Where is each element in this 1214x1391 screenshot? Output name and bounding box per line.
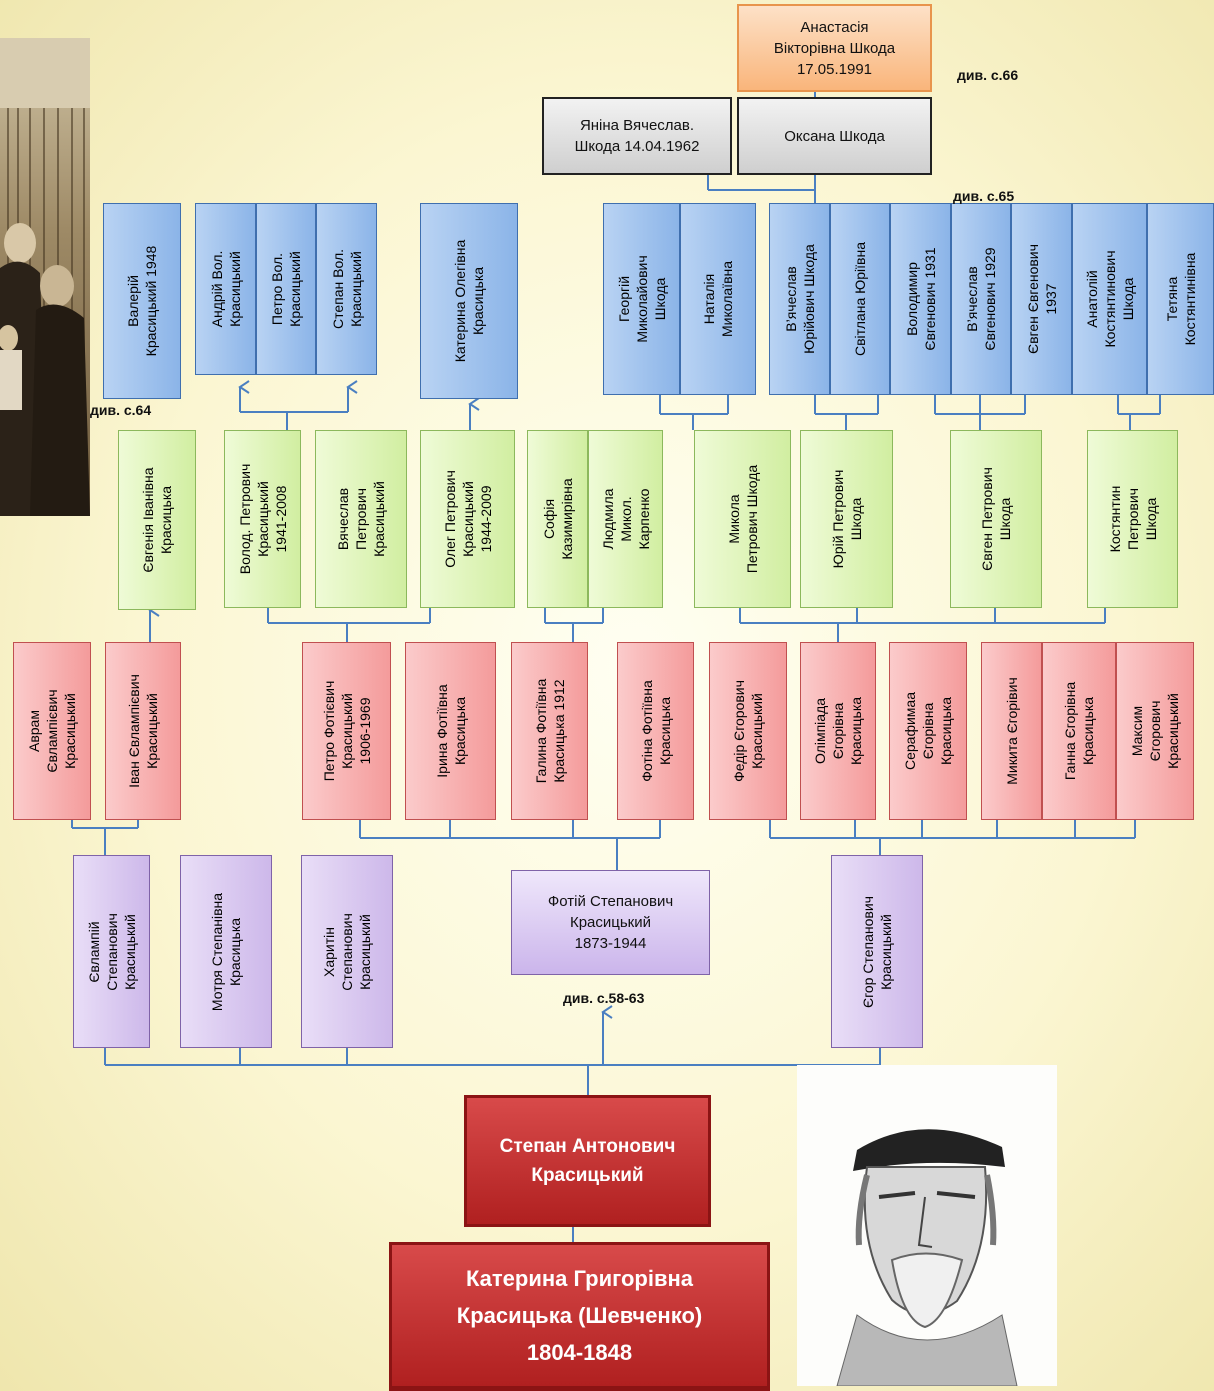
anatoliy-box: Анатолій Костянтинович Шкода xyxy=(1072,203,1147,395)
yanina-box: Яніна Вячеслав. Шкода 14.04.1962 xyxy=(542,97,732,175)
andriy-name: Андрій Вол. Красицький xyxy=(208,250,243,328)
fotiy-name: Фотій Степанович Красицький 1873-1944 xyxy=(547,893,674,952)
tetyana-name: Тетяна Костянтинівна xyxy=(1163,252,1198,346)
lyudmyla-name: Людмила Микол. Карпенко xyxy=(599,488,652,550)
kateryna-ol-box: Катерина Олегівна Красицька xyxy=(420,203,518,399)
avram-name: Аврам Євлампієвич Красицький xyxy=(26,689,78,773)
georgiy-name: Георгій Миколайович Шкода xyxy=(615,255,668,343)
serafyma-box: Серафимаа Єгорівна Красицька xyxy=(889,642,967,820)
stepan-vol-box: Степан Вол. Красицький xyxy=(316,203,377,375)
volodymyr-ev-name: Володимир Євгенович 1931 xyxy=(903,247,938,351)
stepan-box: Степан Антонович Красицький xyxy=(464,1095,711,1227)
evgen-ev-box: Євген Євгенович 1937 xyxy=(1011,203,1072,395)
anastasia-box: Анастасія Вікторівна Шкода 17.05.1991 xyxy=(737,4,932,92)
mykola-p-box: Микола Петрович Шкода xyxy=(694,430,791,608)
volod-p-box: Волод. Петрович Красицький 1941-2008 xyxy=(224,430,301,608)
ref-p64: див. с.64 xyxy=(90,402,152,418)
vyacheslav-yu-name: В’ячеслав Юрійович Шкода xyxy=(782,244,817,354)
galyna-f-name: Галина Фотіївна Красицька 1912 xyxy=(532,678,567,784)
avram-box: Аврам Євлампієвич Красицький xyxy=(13,642,91,820)
sketch-portrait xyxy=(797,1065,1057,1387)
natalia-box: Наталія Миколаївна xyxy=(680,203,756,395)
iryna-f-name: Ірина Фотіївна Красицька xyxy=(433,684,468,778)
kharyton-box: Харитін Степанович Красицький xyxy=(301,855,393,1048)
oleg-p-box: Олег Петрович Красицький 1944-2009 xyxy=(420,430,515,608)
petro-vol-name: Петро Вол. Красицький xyxy=(269,251,303,327)
olimpiada-name: Олімпіада Єгорівна Красицька xyxy=(812,696,864,766)
ganna-box: Ганна Єгорівна Красицька xyxy=(1042,642,1116,820)
vyacheslav-yu-box: В’ячеслав Юрійович Шкода xyxy=(769,203,830,395)
kostyantyn-box: Костянтин Петрович Шкода xyxy=(1087,430,1178,608)
ivan-ev-box: Іван Євлампієвич Красицький xyxy=(105,642,181,820)
anatoliy-name: Анатолій Костянтинович Шкода xyxy=(1083,250,1136,348)
kateryna-ol-name: Катерина Олегівна Красицька xyxy=(452,239,486,363)
yuriy-p-box: Юрій Петрович Шкода xyxy=(800,430,893,608)
mykola-p-name: Микола Петрович Шкода xyxy=(725,464,760,574)
natalia-name: Наталія Миколаївна xyxy=(701,260,735,338)
oleg-p-name: Олег Петрович Красицький 1944-2009 xyxy=(441,470,494,568)
petro-f-box: Петро Фотієвич Красицький 1906-1969 xyxy=(302,642,391,820)
evgenia-name: Євгенія Іванівна Красицька xyxy=(140,467,174,573)
vyacheslav-p-name: Вячеслав Петрович Красицький xyxy=(335,481,387,557)
svitlana-box: Світлана Юріївна xyxy=(830,203,890,395)
sofia-box: Софія Казимирівна xyxy=(527,430,588,608)
vyacheslav-p-box: Вячеслав Петрович Красицький xyxy=(315,430,407,608)
kateryna-main-box: Катерина Григорівна Красицька (Шевченко)… xyxy=(389,1242,770,1389)
ivan-ev-name: Іван Євлампієвич Красицький xyxy=(126,674,160,788)
ref-p58: див. с.58-63 xyxy=(563,990,645,1006)
evgenia-box: Євгенія Іванівна Красицька xyxy=(118,430,196,610)
volod-p-name: Волод. Петрович Красицький 1941-2008 xyxy=(236,463,289,575)
evgen-p-name: Євген Петрович Шкода xyxy=(979,467,1013,571)
mykyta-name: Микита Єгорівич xyxy=(1003,677,1020,785)
evlampiy-box: Євлампій Степанович Красицький xyxy=(73,855,150,1048)
kostyantyn-name: Костянтин Петрович Шкода xyxy=(1106,485,1159,553)
kateryna-name: Катерина Григорівна Красицька (Шевченко)… xyxy=(456,1266,703,1365)
motrya-box: Мотря Степанівна Красицька xyxy=(180,855,272,1048)
petro-vol-box: Петро Вол. Красицький xyxy=(256,203,316,375)
valeriy-box: Валерій Красицький 1948 xyxy=(103,203,181,399)
yuriy-p-name: Юрій Петрович Шкода xyxy=(829,469,864,569)
maksym-box: Максим Єгорович Красицький xyxy=(1116,642,1194,820)
egor-box: Єгор Степанович Красицький xyxy=(831,855,923,1048)
ganna-name: Ганна Єгорівна Красицька xyxy=(1062,681,1096,781)
kharyton-name: Харитін Степанович Красицький xyxy=(321,912,373,991)
fotina-f-box: Фотіна Фотіївна Красицька xyxy=(617,642,694,820)
ref-p66: див. с.66 xyxy=(957,67,1019,83)
motrya-name: Мотря Степанівна Красицька xyxy=(209,892,243,1011)
lyudmyla-box: Людмила Микол. Карпенко xyxy=(588,430,663,608)
volodymyr-ev-box: Володимир Євгенович 1931 xyxy=(890,203,951,395)
petro-f-name: Петро Фотієвич Красицький 1906-1969 xyxy=(320,680,373,782)
egor-name: Єгор Степанович Красицький xyxy=(860,895,894,1008)
sofia-name: Софія Казимирівна xyxy=(540,478,575,560)
georgiy-box: Георгій Миколайович Шкода xyxy=(603,203,680,395)
tetyana-box: Тетяна Костянтинівна xyxy=(1147,203,1214,395)
svitlana-name: Світлана Юріївна xyxy=(852,241,868,357)
serafyma-name: Серафимаа Єгорівна Красицька xyxy=(902,691,954,771)
evlampiy-name: Євлампій Степанович Красицький xyxy=(85,912,138,991)
valeriy-name: Валерій Красицький 1948 xyxy=(125,245,159,357)
iryna-f-box: Ірина Фотіївна Красицька xyxy=(405,642,496,820)
anastasia-name: Анастасія Вікторівна Шкода 17.05.1991 xyxy=(773,18,896,78)
fedir-eg-name: Федір Єгорович Красицький xyxy=(731,680,765,782)
fedir-eg-box: Федір Єгорович Красицький xyxy=(709,642,787,820)
andriy-box: Андрій Вол. Красицький xyxy=(195,203,256,375)
ref-p65: див. с.65 xyxy=(953,188,1015,204)
family-photo xyxy=(0,38,90,516)
evgen-ev-name: Євген Євгенович 1937 xyxy=(1024,244,1059,354)
evgen-p-box: Євген Петрович Шкода xyxy=(950,430,1042,608)
vyacheslav-ev-box: В’ячеслав Євгенович 1929 xyxy=(951,203,1011,395)
maksym-name: Максим Єгорович Красицький xyxy=(1129,693,1181,769)
oksana-box: Оксана Шкода xyxy=(737,97,932,175)
vyacheslav-ev-name: В’ячеслав Євгенович 1929 xyxy=(964,247,998,351)
galyna-f-box: Галина Фотіївна Красицька 1912 xyxy=(511,642,588,820)
fotina-f-name: Фотіна Фотіївна Красицька xyxy=(638,680,673,782)
fotiy-box: Фотій Степанович Красицький 1873-1944 xyxy=(511,870,710,975)
stepan-vol-name: Степан Вол. Красицький xyxy=(329,248,364,330)
olimpiada-box: Олімпіада Єгорівна Красицька xyxy=(800,642,876,820)
oksana-name: Оксана Шкода xyxy=(784,127,885,145)
mykyta-box: Микита Єгорівич xyxy=(981,642,1042,820)
yanina-name: Яніна Вячеслав. Шкода 14.04.1962 xyxy=(574,117,700,155)
stepan-name: Степан Антонович Красицький xyxy=(499,1136,676,1186)
